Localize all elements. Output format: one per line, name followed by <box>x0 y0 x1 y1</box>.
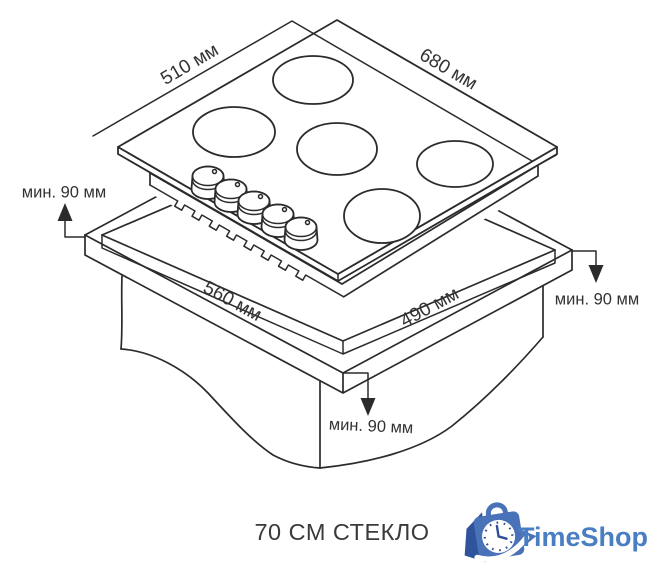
clearance-label-bottom: мин. 90 мм <box>328 416 413 438</box>
up-arrow-icon <box>57 203 73 221</box>
cabinet-torn-left-edge <box>120 275 123 350</box>
cabinet-torn-left-curve <box>120 348 321 469</box>
cutout-inner-faces <box>101 234 556 355</box>
burner-circle-center <box>296 122 378 176</box>
glass-dimension-lines <box>92 20 533 162</box>
clearance-left-leader <box>64 220 86 238</box>
clearance-label-right: мин. 90 мм <box>555 290 639 308</box>
clearance-bottom-leader <box>343 372 369 399</box>
burner-circle-left <box>192 106 276 158</box>
cabinet-torn-right-curve <box>319 336 544 469</box>
brand-logo: TimeShop <box>464 502 648 563</box>
brand-name-text: TimeShop <box>518 522 648 552</box>
burner-circle-front <box>343 188 421 244</box>
clearance-right-leader <box>571 250 597 266</box>
burner-circle-right <box>416 140 494 188</box>
burner-zones <box>192 55 494 244</box>
clock-bag-icon <box>464 502 537 563</box>
dimension-label-hob-width: 510 мм <box>157 40 222 90</box>
clearance-annotations <box>57 203 604 416</box>
body-front-right-band <box>341 154 557 298</box>
down-arrow-icon <box>360 398 376 416</box>
caption-text: 70 СМ СТЕКЛО <box>254 519 429 545</box>
clearance-label-left: мин. 90 мм <box>22 183 106 201</box>
control-knob <box>283 216 319 251</box>
down-arrow-icon <box>588 265 604 283</box>
body-castellated-edge <box>149 184 345 298</box>
counter-thickness <box>84 234 573 394</box>
burner-circle-back <box>272 55 354 105</box>
